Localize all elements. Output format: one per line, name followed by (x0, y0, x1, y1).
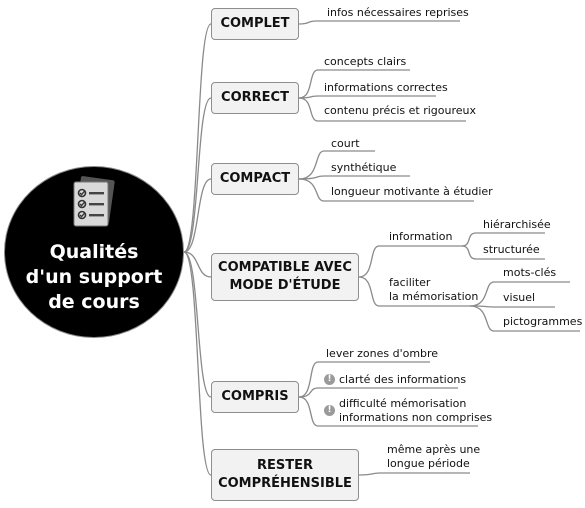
leaf-connector (469, 281, 570, 307)
root-connector (183, 23, 212, 253)
checklist-icon (73, 176, 115, 227)
root-connector (183, 97, 212, 253)
exclamation-circle-icon: ! (324, 374, 335, 385)
leaf-structuree: structurée (483, 243, 540, 256)
leaf-connector (298, 97, 466, 122)
sub-connector (358, 276, 470, 307)
root-connector (183, 251, 212, 398)
leaf-meme-apres: même après une longue période (387, 443, 481, 470)
leaf-concepts-clairs: concepts clairs (324, 55, 407, 68)
leaf-connector (298, 95, 436, 99)
root-connector (183, 251, 212, 278)
root-title: Qualités d'un support de cours (25, 241, 163, 313)
leaf-connector (298, 175, 410, 180)
leaf-lever-zones-ombre: lever zones d'ombre (326, 347, 439, 360)
leaf-connector (298, 387, 458, 398)
exclamation-circle-icon: ! (324, 405, 335, 416)
leaf-difficulte-memorisation: difficulté mémorisation informations non… (339, 397, 493, 424)
leaf-visuel: visuel (503, 291, 536, 304)
leaf-synthetique: synthétique (331, 161, 397, 174)
leaf-clarte-informations: clarté des informations (339, 373, 467, 386)
branch-compact[interactable]: COMPACT (211, 163, 299, 195)
leaf-connector (298, 150, 375, 180)
branch-correct[interactable]: CORRECT (211, 82, 299, 114)
leaf-longueur-motivante: longueur motivante à étudier (331, 185, 493, 198)
leaf-connector (469, 305, 555, 308)
leaf-connector (358, 472, 470, 476)
branch-compatible-mode-etude[interactable]: COMPATIBLE AVEC MODE D'ÉTUDE (211, 253, 359, 301)
branch-complet[interactable]: COMPLET (211, 8, 299, 40)
leaf-connector (469, 305, 580, 332)
leaf-pictogrammes: pictogrammes (503, 315, 583, 328)
leaf-contenu-precis: contenu précis et rigoureux (324, 104, 477, 117)
leaf-mots-cles: mots-clés (503, 266, 557, 279)
branch-rester-comprehensible[interactable]: RESTER COMPRÉHENSIBLE (211, 449, 359, 501)
leaf-connector (298, 20, 460, 25)
leaf-connector (298, 361, 430, 398)
sub-connector (358, 245, 462, 278)
leaf-connector (461, 245, 545, 260)
sub-information: information (389, 230, 453, 243)
leaf-informations-correctes: informations correctes (324, 81, 448, 94)
leaf-connector (298, 396, 478, 427)
branch-compris[interactable]: COMPRIS (211, 381, 299, 413)
leaf-court: court (331, 137, 360, 150)
leaf-connector (298, 69, 410, 99)
sub-faciliter-memorisation: faciliter la mémorisation (389, 276, 479, 303)
leaf-connector (298, 178, 474, 202)
leaf-connector (461, 232, 545, 247)
root-connector (183, 178, 212, 253)
root-connector (183, 251, 212, 476)
leaf-infos-necessaires: infos nécessaires reprises (327, 6, 469, 19)
leaf-hierarchisee: hiérarchisée (483, 218, 551, 231)
